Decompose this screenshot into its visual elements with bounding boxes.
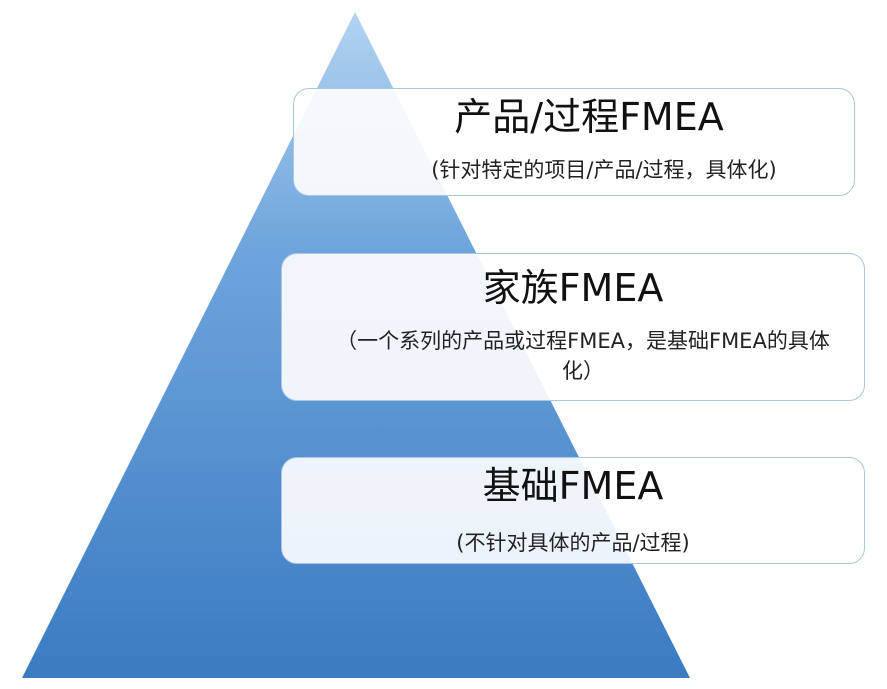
level-title: 家族FMEA [482,266,664,310]
level-box-family: 家族FMEA （一个系列的产品或过程FMEA，是基础FMEA的具体化） [281,253,865,401]
level-subtitle: (不针对具体的产品/过程) [456,531,690,555]
level-box-foundation: 基础FMEA (不针对具体的产品/过程) [281,457,865,564]
level-title: 基础FMEA [482,464,664,508]
level-title: 产品/过程FMEA [454,95,724,139]
level-box-product-process: 产品/过程FMEA (针对特定的项目/产品/过程，具体化) [293,88,855,196]
level-subtitle: (针对特定的项目/产品/过程，具体化) [431,158,777,182]
level-subtitle: （一个系列的产品或过程FMEA，是基础FMEA的具体化） [336,329,830,383]
